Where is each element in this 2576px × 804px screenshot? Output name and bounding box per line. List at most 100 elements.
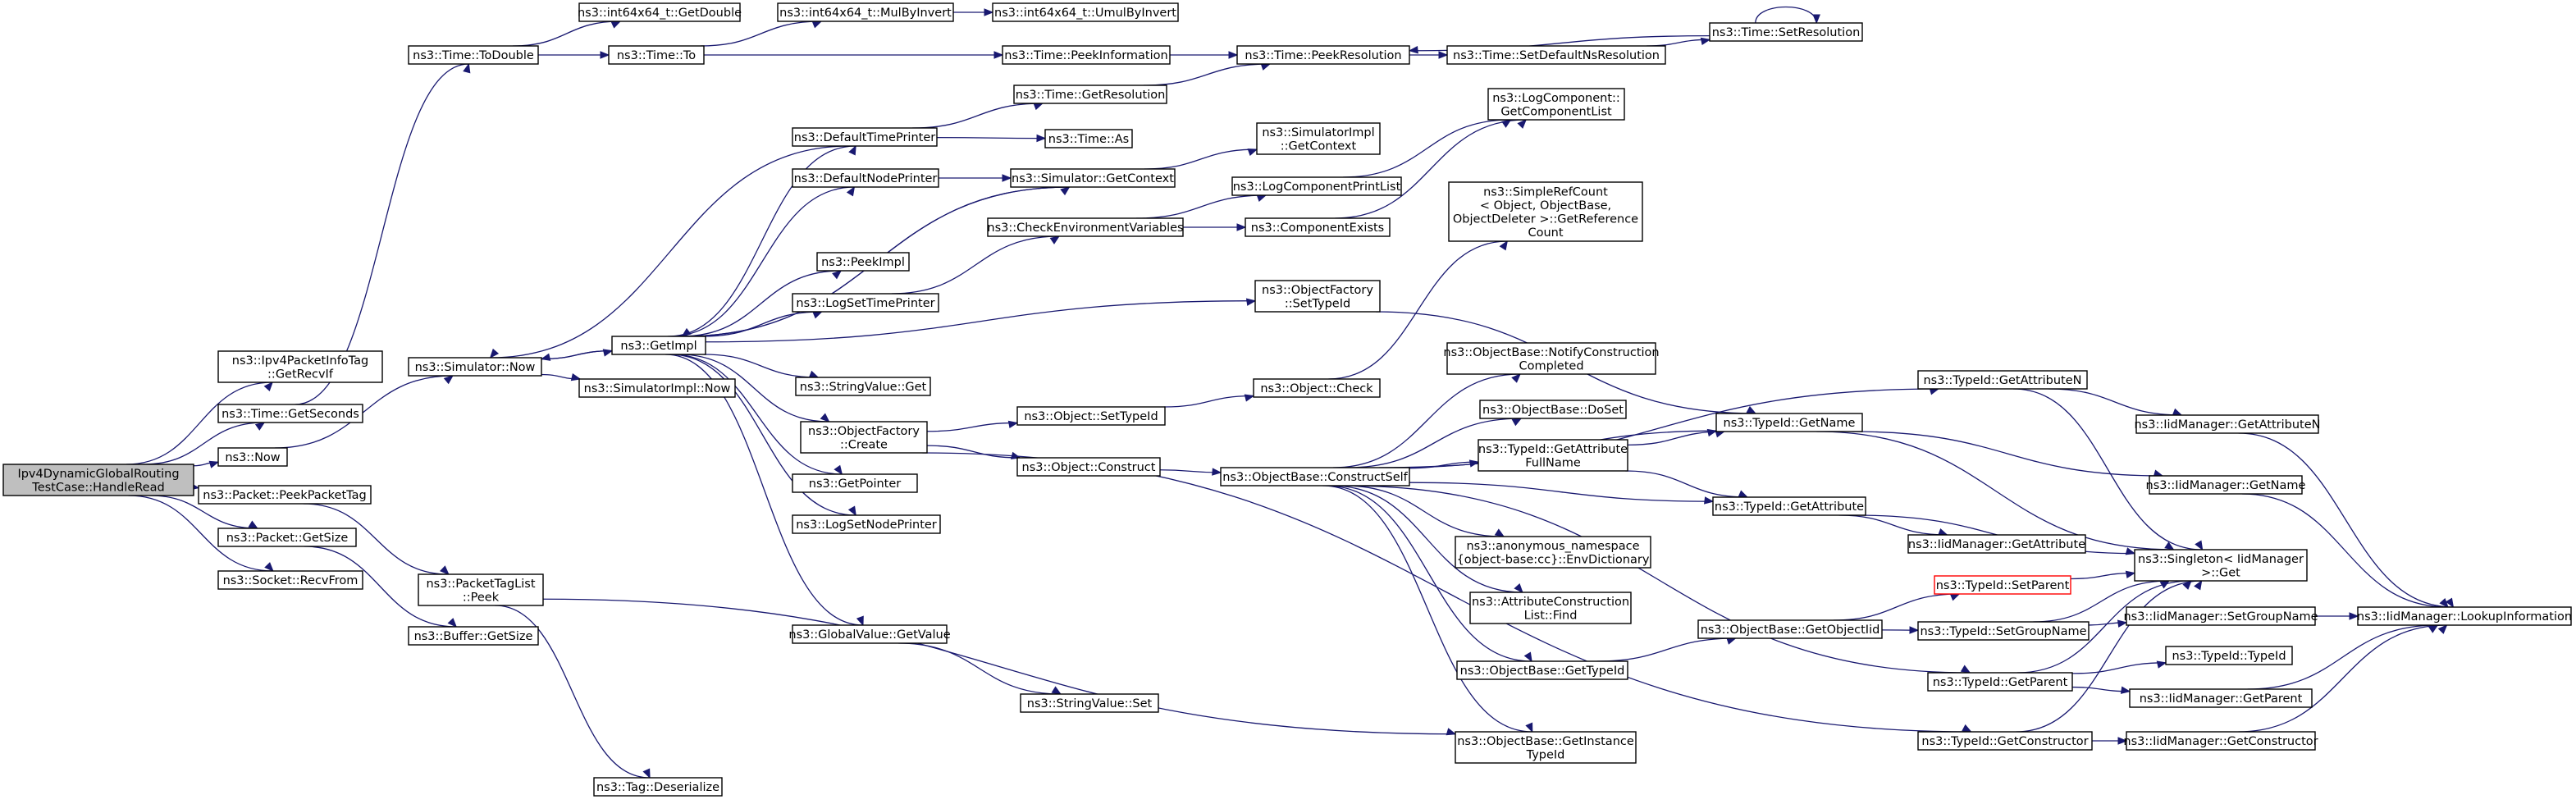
node-box xyxy=(1456,660,1628,680)
edge-line xyxy=(128,495,273,572)
node-label: FullName xyxy=(1525,456,1581,469)
node-ptlpeek[interactable]: ns3::PacketTagList::Peek xyxy=(418,573,544,606)
node-pktgetsize[interactable]: ns3::Packet::GetSize xyxy=(217,528,357,547)
edge-getimpl-to-strvalget xyxy=(703,354,820,378)
edge-setdefres-to-setres xyxy=(1646,37,1711,47)
node-tidgetparent[interactable]: ns3::TypeId::GetParent xyxy=(1927,672,2073,692)
node-label: ::SetTypeId xyxy=(1285,297,1350,310)
node-constructself[interactable]: ns3::ObjectBase::ConstructSelf xyxy=(1220,467,1410,487)
node-timeas[interactable]: ns3::Time::As xyxy=(1044,129,1133,148)
node-label: ns3::Time::GetSeconds xyxy=(222,408,359,421)
node-objfsettid[interactable]: ns3::ObjectFactory::SetTypeId xyxy=(1254,280,1381,313)
node-peekres[interactable]: ns3::Time::PeekResolution xyxy=(1236,45,1410,65)
node-label: ns3::Object::Construct xyxy=(1022,461,1156,474)
edge-todouble-to-getdouble xyxy=(513,21,622,47)
node-recvfrom[interactable]: ns3::Socket::RecvFrom xyxy=(217,570,363,590)
node-checkenv[interactable]: ns3::CheckEnvironmentVariables xyxy=(987,217,1184,237)
node-iidgetattrn[interactable]: ns3::IidManager::GetAttributeN xyxy=(2134,414,2321,434)
node-getpointer[interactable]: ns3::GetPointer xyxy=(792,473,918,493)
node-now[interactable]: ns3::Now xyxy=(217,447,288,467)
node-tidtid[interactable]: ns3::TypeId::TypeId xyxy=(2165,646,2293,665)
node-gvgetval[interactable]: ns3::GlobalValue::GetValue xyxy=(788,624,951,644)
edge-tidgetattr-to-iidgetattr xyxy=(1838,514,1948,536)
node-bufsize[interactable]: ns3::Buffer::GetSize xyxy=(408,626,539,646)
node-box xyxy=(987,217,1184,237)
edge-root-to-now xyxy=(193,460,220,468)
edge-arrowhead xyxy=(1949,593,1961,601)
edge-line xyxy=(1755,6,1817,24)
node-objfcreate[interactable]: ns3::ObjectFactory::Create xyxy=(800,421,928,454)
edge-arrowhead xyxy=(1256,194,1267,202)
node-label: Count xyxy=(1528,226,1563,240)
node-simimplctx[interactable]: ns3::SimulatorImpl::GetContext xyxy=(1256,122,1381,155)
node-label: ns3::Time::SetResolution xyxy=(1712,26,1861,39)
node-todouble[interactable]: ns3::Time::ToDouble xyxy=(408,45,539,65)
node-iidgetparent[interactable]: ns3::IidManager::GetParent xyxy=(2129,688,2313,708)
node-iidsetgroup[interactable]: ns3::IidManager::SetGroupName xyxy=(2123,606,2318,626)
node-objsettid[interactable]: ns3::Object::SetTypeId xyxy=(1016,406,1166,426)
node-iidlookup[interactable]: ns3::IidManager::LookupInformation xyxy=(2357,606,2572,626)
node-notifyconst[interactable]: ns3::ObjectBase::NotifyConstructionCompl… xyxy=(1443,342,1660,375)
node-peekimpl[interactable]: ns3::PeekImpl xyxy=(816,252,910,272)
node-defaulttp[interactable]: ns3::DefaultTimePrinter xyxy=(792,127,938,147)
node-ipv4pkt[interactable]: ns3::Ipv4PacketInfoTag::GetRecvIf xyxy=(217,350,383,383)
node-objcheck[interactable]: ns3::Object::Check xyxy=(1253,378,1381,398)
node-defaultnp[interactable]: ns3::DefaultNodePrinter xyxy=(792,168,939,188)
node-getres[interactable]: ns3::Time::GetResolution xyxy=(1013,85,1167,104)
node-objconstruct[interactable]: ns3::Object::Construct xyxy=(1016,457,1161,477)
node-obgettid[interactable]: ns3::ObjectBase::GetTypeId xyxy=(1456,660,1628,680)
node-umulbyinv[interactable]: ns3::int64x64_t::UmulByInvert xyxy=(992,2,1179,22)
node-strvalget[interactable]: ns3::StringValue::Get xyxy=(795,377,931,396)
node-singleton[interactable]: ns3::Singleton< IidManager >::Get xyxy=(2134,549,2308,582)
node-simnow[interactable]: ns3::Simulator::Now xyxy=(408,357,542,377)
node-label: ::Peek xyxy=(463,591,500,604)
node-peekinfo[interactable]: ns3::Time::PeekInformation xyxy=(1002,45,1171,65)
node-tidgetattr[interactable]: ns3::TypeId::GetAttribute xyxy=(1712,496,1866,516)
edge-simnow-to-simimplnow xyxy=(541,372,582,381)
node-simplerc[interactable]: ns3::SimpleRefCount< Object, ObjectBase,… xyxy=(1448,181,1643,242)
node-doset[interactable]: ns3::ObjectBase::DoSet xyxy=(1479,400,1627,419)
node-tidsetgroup[interactable]: ns3::TypeId::SetGroupName xyxy=(1917,621,2090,641)
node-logsetnp[interactable]: ns3::LogSetNodePrinter xyxy=(792,514,941,534)
node-setres[interactable]: ns3::Time::SetResolution xyxy=(1709,22,1863,42)
node-tidgetattrn[interactable]: ns3::TypeId::GetAttributeN xyxy=(1917,370,2088,390)
node-tidgetname[interactable]: ns3::TypeId::GetName xyxy=(1715,413,1863,432)
node-root[interactable]: Ipv4DynamicGlobalRoutingTestCase::Handle… xyxy=(2,464,194,496)
node-setdefres[interactable]: ns3::Time::SetDefaultNsResolution xyxy=(1446,45,1666,65)
edge-arrowhead xyxy=(440,565,450,575)
node-compexists[interactable]: ns3::ComponentExists xyxy=(1245,217,1391,237)
node-tidsetparent[interactable]: ns3::TypeId::SetParent xyxy=(1934,575,2071,595)
node-iidgetctor[interactable]: ns3::IidManager::GetConstructor xyxy=(2123,731,2318,751)
node-label: ns3::ObjectBase::GetTypeId xyxy=(1460,665,1625,678)
node-getdouble[interactable]: ns3::int64x64_t::GetDouble xyxy=(578,2,742,22)
node-logcompprint[interactable]: ns3::LogComponentPrintList xyxy=(1231,176,1402,196)
edge-arrowhead xyxy=(1812,14,1820,25)
node-mulbyinv[interactable]: ns3::int64x64_t::MulByInvert xyxy=(777,2,954,22)
node-logsettp[interactable]: ns3::LogSetTimePrinter xyxy=(792,293,939,313)
node-timeto[interactable]: ns3::Time::To xyxy=(608,45,705,65)
node-box xyxy=(1917,731,2093,751)
edge-arrowhead xyxy=(820,413,830,423)
node-getimpl[interactable]: ns3::GetImpl xyxy=(611,336,706,355)
node-obgetobjtid[interactable]: ns3::ObjectBase::GetObjectIid xyxy=(1697,619,1883,639)
node-iidgetattr[interactable]: ns3::IidManager::GetAttribute xyxy=(1907,534,2086,554)
edge-arrowhead xyxy=(1060,186,1071,196)
node-getsec[interactable]: ns3::Time::GetSeconds xyxy=(217,404,363,423)
edge-line xyxy=(1163,395,1254,408)
node-tagdeser[interactable]: ns3::Tag::Deserialize xyxy=(593,777,723,797)
edge-getimpl-to-logsetnp xyxy=(669,354,856,517)
node-logcomplist[interactable]: ns3::LogComponent::GetComponentList xyxy=(1487,88,1625,121)
edge-arrowhead xyxy=(489,348,500,359)
edge-line xyxy=(1625,470,1747,498)
node-simimplnow[interactable]: ns3::SimulatorImpl::Now xyxy=(578,378,736,398)
node-envdict[interactable]: ns3::anonymous_namespace{object-base:cc}… xyxy=(1455,536,1651,569)
node-tidgetctor[interactable]: ns3::TypeId::GetConstructor xyxy=(1917,731,2093,751)
node-iidgetname[interactable]: ns3::IidManager::GetName xyxy=(2146,475,2306,495)
node-peekpkttag[interactable]: ns3::Packet::PeekPacketTag xyxy=(198,485,372,505)
node-simgetctx[interactable]: ns3::Simulator::GetContext xyxy=(1010,168,1176,188)
node-strvalset[interactable]: ns3::StringValue::Set xyxy=(1020,693,1159,713)
